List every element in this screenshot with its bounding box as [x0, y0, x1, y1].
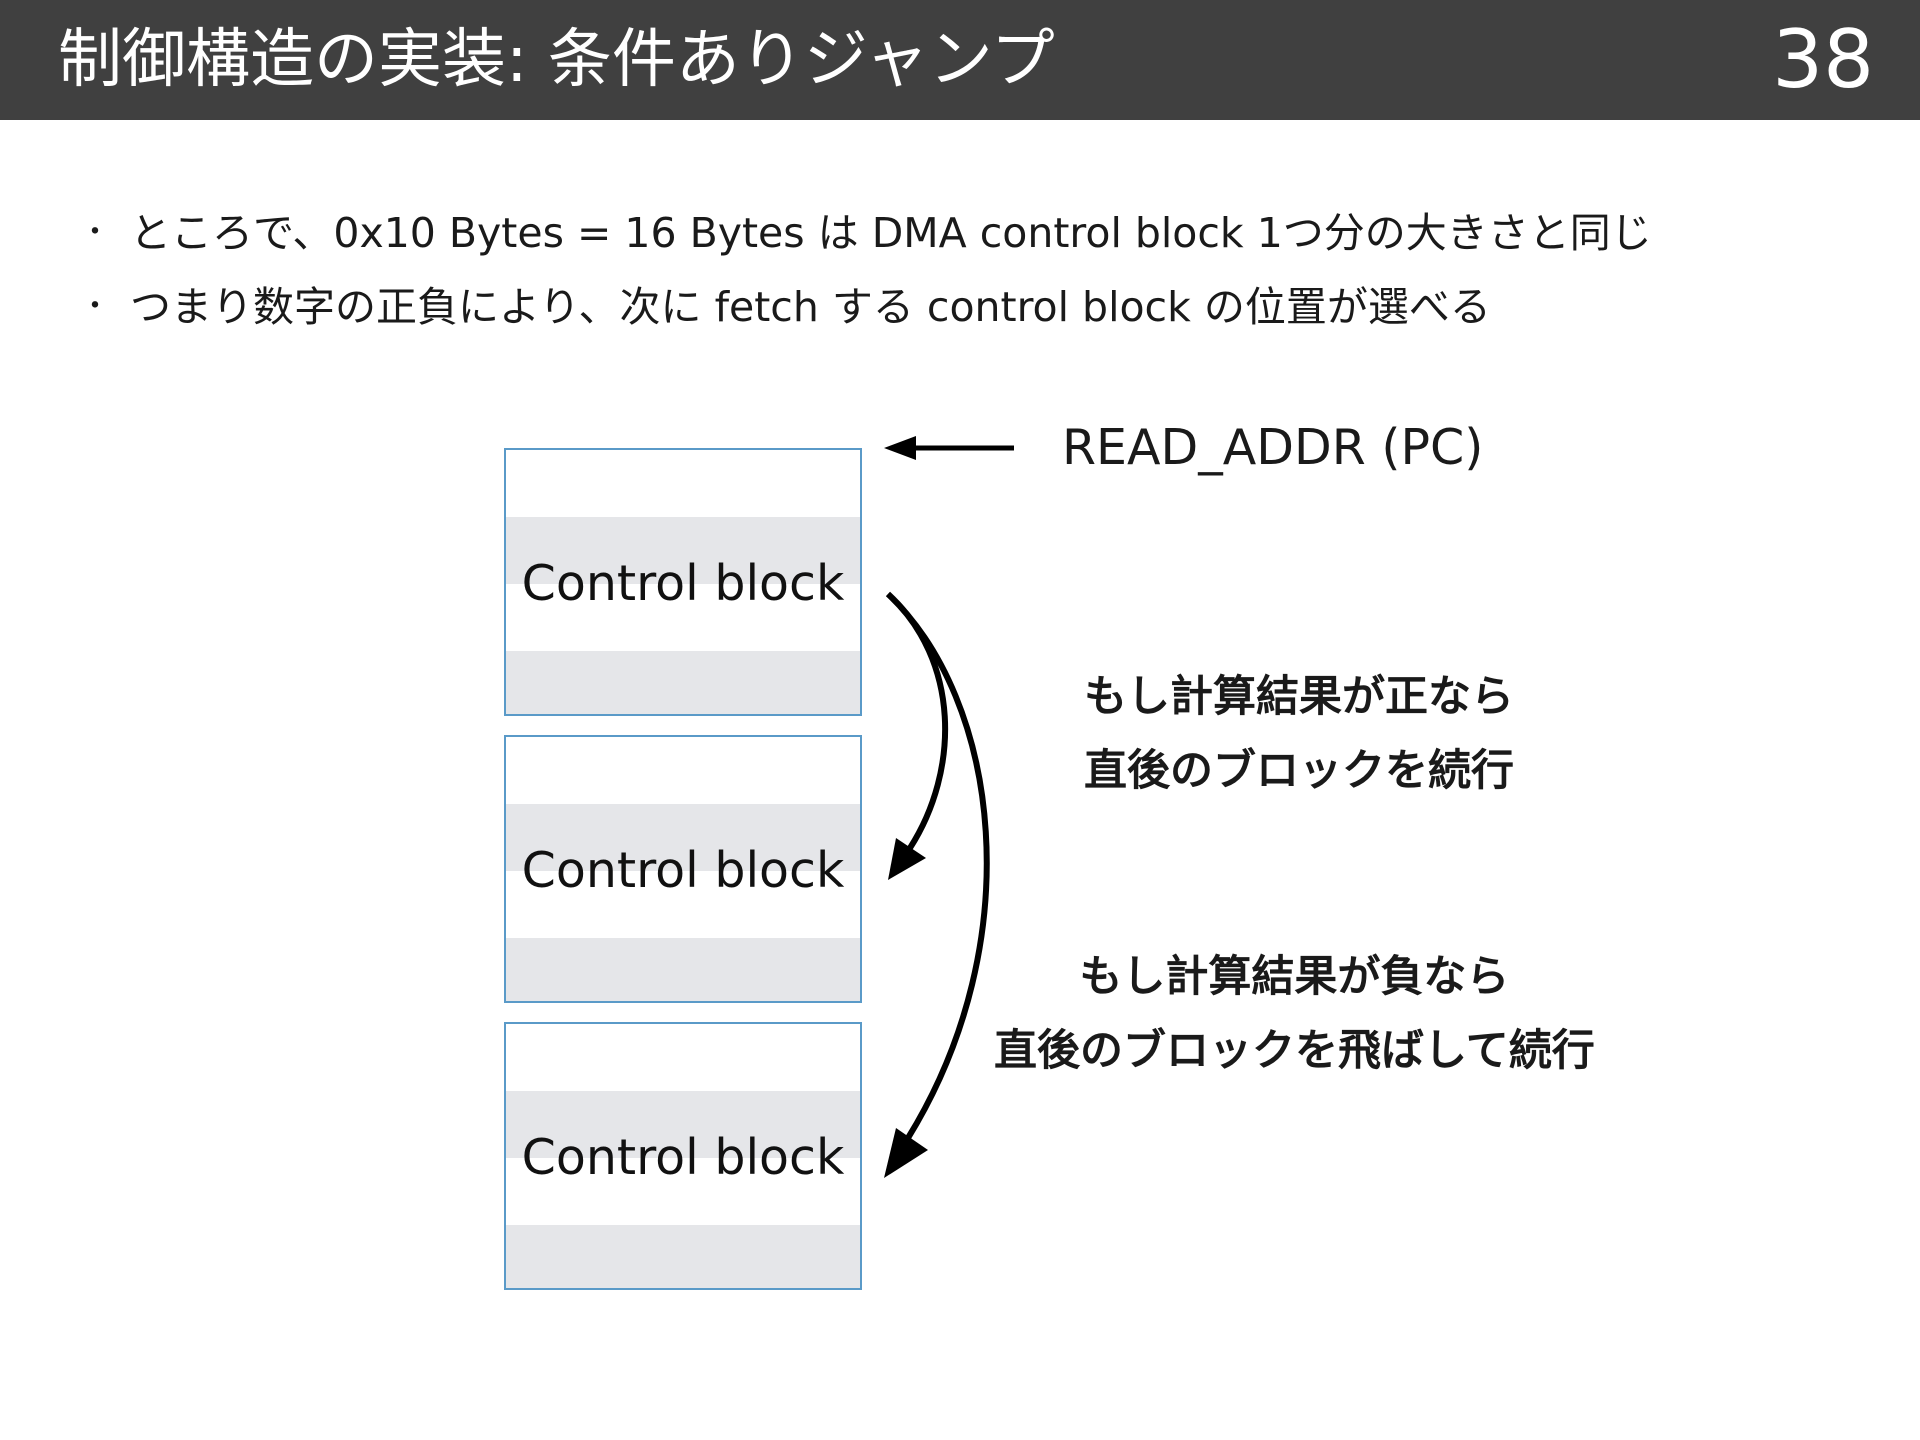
bullet-marker: ・: [80, 215, 110, 250]
block-band: [506, 517, 860, 584]
page-number: 38: [1772, 13, 1874, 106]
bullet-item: ・ つまり数字の正負により、次に fetch する control block …: [80, 270, 1652, 344]
control-block-1: Control block: [504, 448, 862, 716]
bullet-item: ・ ところで、0x10 Bytes = 16 Bytes は DMA contr…: [80, 196, 1652, 270]
block-band: [506, 651, 860, 714]
control-block-label: Control block: [521, 842, 845, 899]
negative-note-line: 直後のブロックを飛ばして続行: [994, 1026, 1595, 1076]
negative-jump-arrow: [885, 591, 990, 1140]
block-band: [506, 1091, 860, 1158]
bullet-text: つまり数字の正負により、次に fetch する control block の位…: [130, 283, 1491, 331]
block-band: [506, 804, 860, 871]
pointer-arrowhead: [884, 436, 916, 460]
block-band: [506, 938, 860, 1001]
slide-title: 制御構造の実装: 条件ありジャンプ: [58, 23, 1055, 97]
bullet-list: ・ ところで、0x10 Bytes = 16 Bytes は DMA contr…: [80, 196, 1652, 344]
block-band: [506, 1225, 860, 1288]
positive-jump-arrowhead: [888, 838, 926, 880]
slide-header: 制御構造の実装: 条件ありジャンプ 38: [0, 0, 1920, 120]
control-block-2: Control block: [504, 735, 862, 1003]
bullet-marker: ・: [80, 289, 110, 324]
control-block-label: Control block: [521, 555, 845, 612]
control-block-label: Control block: [521, 1129, 845, 1186]
negative-jump-arrowhead: [884, 1128, 928, 1178]
bullet-text: ところで、0x10 Bytes = 16 Bytes は DMA control…: [130, 209, 1652, 257]
positive-jump-arrow: [885, 591, 949, 850]
read-addr-label: READ_ADDR (PC): [1062, 419, 1484, 476]
positive-note-line: 直後のブロックを続行: [1084, 746, 1514, 796]
negative-note-line: もし計算結果が負なら: [1079, 952, 1510, 1002]
negative-note: もし計算結果が負なら 直後のブロックを飛ばして続行: [994, 940, 1595, 1088]
positive-note: もし計算結果が正なら 直後のブロックを続行: [1084, 660, 1514, 808]
positive-note-line: もし計算結果が正なら: [1084, 672, 1514, 722]
control-block-3: Control block: [504, 1022, 862, 1290]
